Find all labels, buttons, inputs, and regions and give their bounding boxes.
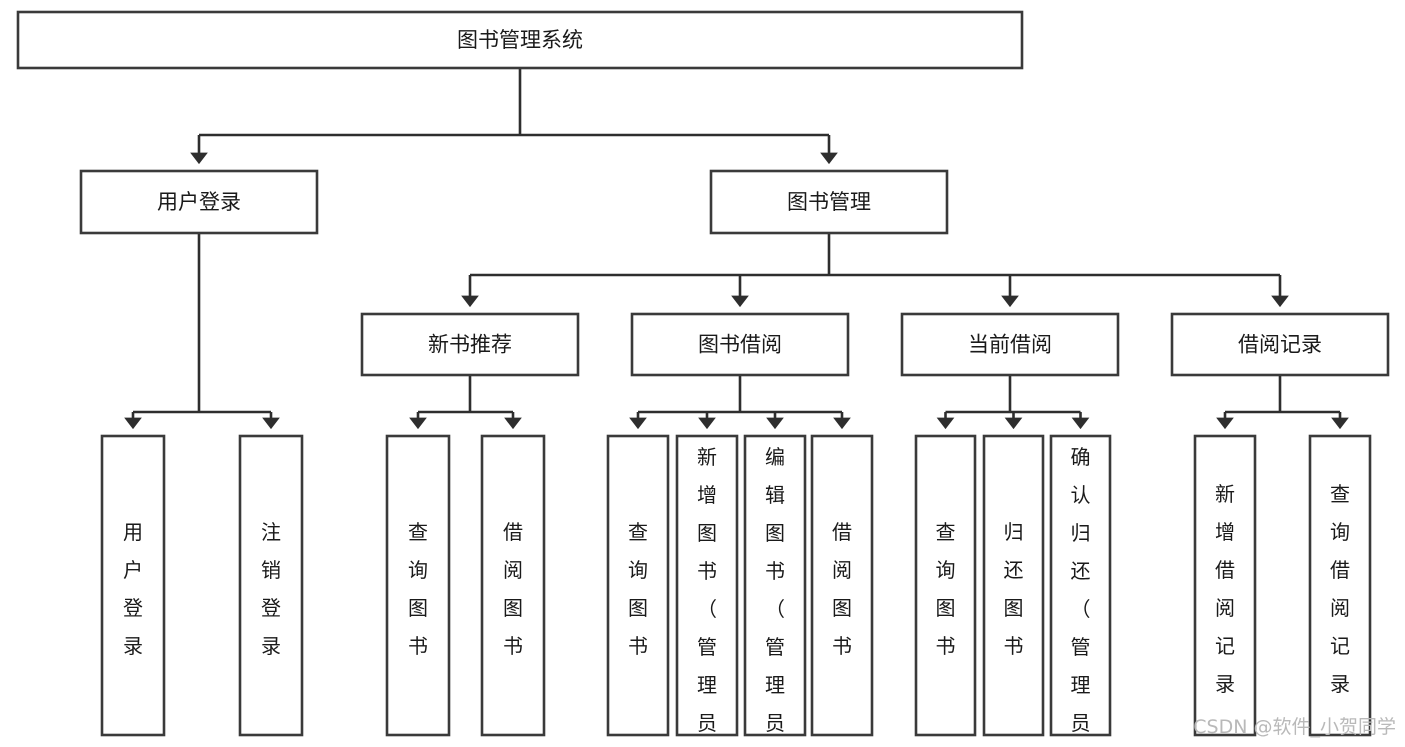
node-leaf-add-book-admin[interactable]: 新增图书（管理员）	[675, 434, 739, 747]
node-leaf-borrow-book-recommend-box[interactable]	[480, 434, 546, 737]
node-leaf-query-book-box[interactable]	[606, 434, 670, 737]
node-leaf-user-login-label: 用户登录	[123, 520, 143, 658]
node-user-login[interactable]: 用户登录	[79, 169, 319, 235]
node-leaf-borrow-book-label: 借阅图书	[832, 520, 852, 658]
node-leaf-add-book-admin-label: 新增图书（管理员）	[697, 445, 717, 747]
node-new-book-recommend-label: 新书推荐	[428, 333, 512, 357]
node-leaf-return-book-label: 归还图书	[1004, 520, 1024, 658]
node-leaf-add-borrow-record-box[interactable]	[1193, 434, 1257, 737]
node-leaf-confirm-return-admin[interactable]: 确认归还（管理员）	[1049, 434, 1112, 747]
node-root-system-label: 图书管理系统	[457, 28, 583, 52]
node-book-manage-box[interactable]	[709, 169, 949, 235]
node-leaf-query-borrow-record-box[interactable]	[1308, 434, 1372, 737]
node-leaf-query-book-recommend-label: 查询图书	[408, 520, 428, 658]
node-leaf-query-book-recommend-box[interactable]	[385, 434, 451, 737]
node-leaf-add-borrow-record[interactable]: 新增借阅记录	[1193, 434, 1257, 737]
node-leaf-borrow-book[interactable]: 借阅图书	[810, 434, 874, 737]
node-borrow-record-label: 借阅记录	[1238, 333, 1322, 357]
node-new-book-recommend[interactable]: 新书推荐	[360, 312, 580, 377]
node-new-book-recommend-box[interactable]	[360, 312, 580, 377]
node-borrow-record[interactable]: 借阅记录	[1170, 312, 1390, 377]
node-book-borrow-box[interactable]	[630, 312, 850, 377]
node-leaf-user-login-box[interactable]	[100, 434, 166, 737]
node-leaf-edit-book-admin-box[interactable]	[743, 434, 807, 737]
node-leaf-query-book-current[interactable]: 查询图书	[914, 434, 977, 737]
node-book-borrow-label: 图书借阅	[698, 333, 782, 357]
node-leaf-return-book[interactable]: 归还图书	[982, 434, 1045, 737]
node-current-borrow[interactable]: 当前借阅	[900, 312, 1120, 377]
node-current-borrow-box[interactable]	[900, 312, 1120, 377]
node-root-system-box[interactable]	[16, 10, 1024, 70]
node-current-borrow-label: 当前借阅	[968, 333, 1052, 357]
node-root-system[interactable]: 图书管理系统	[16, 10, 1024, 70]
node-leaf-user-logout[interactable]: 注销登录	[238, 434, 304, 737]
node-leaf-edit-book-admin-label: 编辑图书（管理员）	[765, 445, 785, 747]
node-leaf-add-borrow-record-label: 新增借阅记录	[1215, 482, 1235, 696]
node-leaf-confirm-return-admin-label: 确认归还（管理员）	[1071, 445, 1091, 747]
node-user-login-label: 用户登录	[157, 190, 241, 214]
node-leaf-add-book-admin-box[interactable]	[675, 434, 739, 737]
node-leaf-return-book-box[interactable]	[982, 434, 1045, 737]
node-leaf-query-borrow-record[interactable]: 查询借阅记录	[1308, 434, 1372, 737]
node-leaf-query-borrow-record-label: 查询借阅记录	[1330, 482, 1350, 696]
node-leaf-user-logout-label: 注销登录	[261, 520, 281, 658]
node-book-manage[interactable]: 图书管理	[709, 169, 949, 235]
node-leaf-confirm-return-admin-box[interactable]	[1049, 434, 1112, 737]
connector-lines	[124, 68, 1349, 430]
diagram-nodes: 图书管理系统用户登录图书管理新书推荐图书借阅当前借阅借阅记录用户登录注销登录查询…	[16, 10, 1390, 747]
node-book-borrow[interactable]: 图书借阅	[630, 312, 850, 377]
node-leaf-borrow-book-recommend-label: 借阅图书	[503, 520, 523, 658]
node-book-manage-label: 图书管理	[787, 190, 871, 214]
node-leaf-edit-book-admin[interactable]: 编辑图书（管理员）	[743, 434, 807, 747]
node-leaf-borrow-book-recommend[interactable]: 借阅图书	[480, 434, 546, 737]
node-leaf-query-book-current-label: 查询图书	[936, 520, 956, 658]
node-leaf-user-logout-box[interactable]	[238, 434, 304, 737]
node-leaf-query-book-current-box[interactable]	[914, 434, 977, 737]
node-leaf-query-book-recommend[interactable]: 查询图书	[385, 434, 451, 737]
watermark-label: CSDN @软件_小贺同学	[1193, 716, 1396, 738]
node-leaf-user-login[interactable]: 用户登录	[100, 434, 166, 737]
node-user-login-box[interactable]	[79, 169, 319, 235]
node-leaf-borrow-book-box[interactable]	[810, 434, 874, 737]
node-leaf-query-book-label: 查询图书	[628, 520, 648, 658]
node-leaf-query-book[interactable]: 查询图书	[606, 434, 670, 737]
node-borrow-record-box[interactable]	[1170, 312, 1390, 377]
